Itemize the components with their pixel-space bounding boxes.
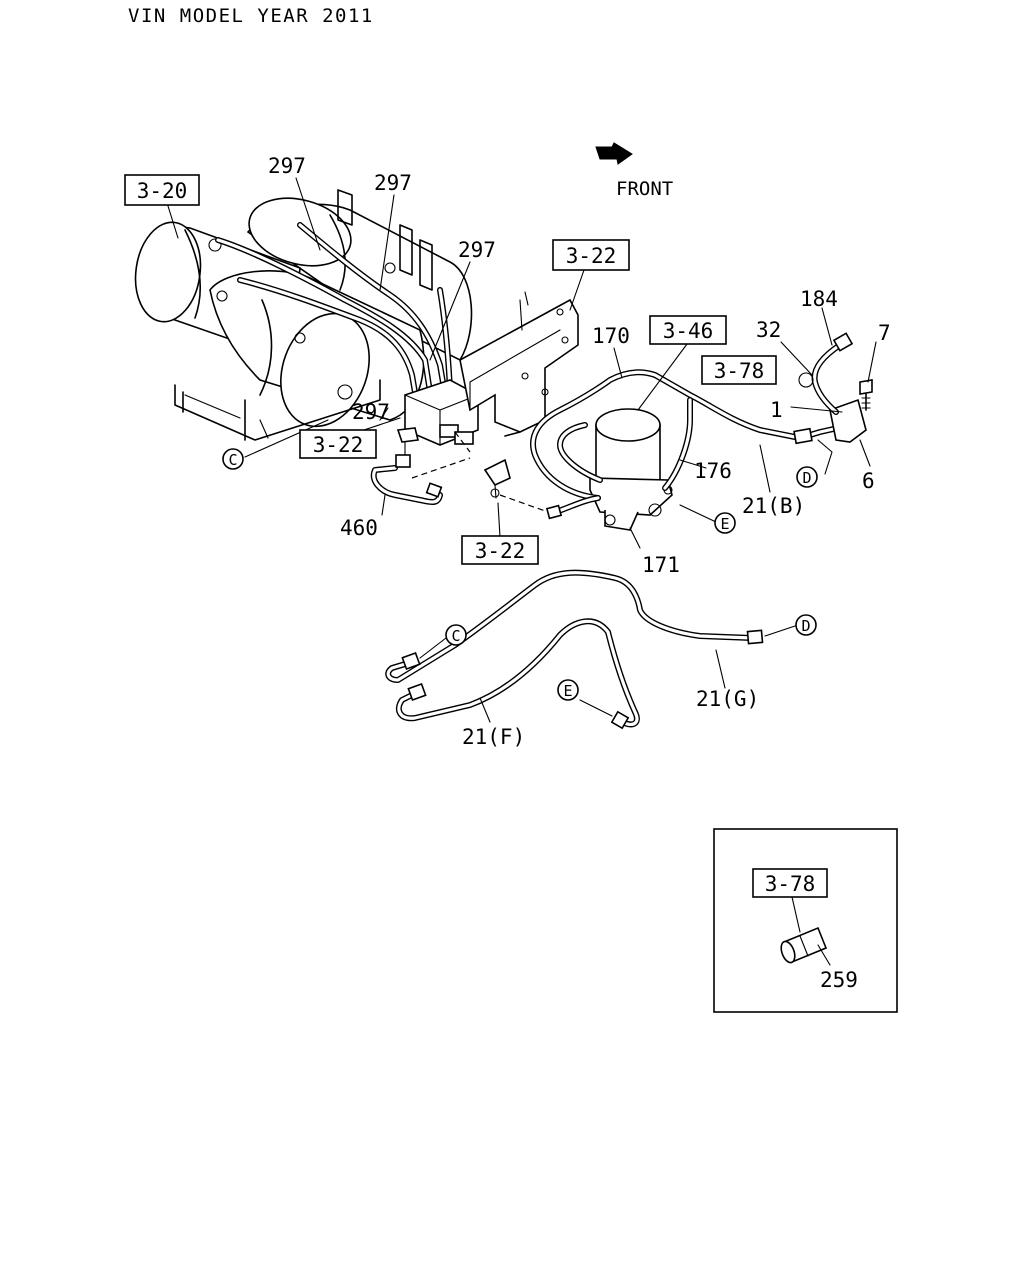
front-label: FRONT	[616, 178, 673, 200]
alignment-line-3	[454, 431, 471, 453]
svg-text:D: D	[801, 617, 810, 635]
ref-box-3-20: 3-20	[124, 174, 200, 206]
svg-text:3-46: 3-46	[663, 319, 714, 343]
callout-6: 6	[862, 469, 875, 493]
ref-box-3-78-inset: 3-78	[752, 868, 828, 898]
callout-297-c: 297	[458, 238, 496, 262]
connector-d-lower: D	[795, 614, 817, 636]
connector-e-lower: E	[557, 679, 579, 701]
pipe-170-21b	[530, 369, 803, 501]
svg-text:3-78: 3-78	[714, 359, 765, 383]
svg-text:3-78: 3-78	[765, 872, 816, 896]
pipe-21g	[385, 569, 764, 683]
ref-box-3-22-bottom: 3-22	[461, 535, 539, 565]
callout-1: 1	[770, 398, 783, 422]
callout-297-a: 297	[268, 154, 306, 178]
svg-text:3-20: 3-20	[137, 179, 188, 203]
callout-21b: 21(B)	[742, 494, 805, 518]
page-title: VIN MODEL YEAR 2011	[128, 5, 374, 27]
pipe-to-dryer	[545, 495, 601, 520]
callout-184: 184	[800, 287, 838, 311]
alignment-line-2	[499, 494, 549, 513]
svg-text:C: C	[228, 451, 237, 469]
pipe-21f	[395, 618, 640, 730]
svg-text:E: E	[563, 682, 572, 700]
pipe-clip	[483, 458, 511, 499]
alignment-line-1	[411, 457, 471, 479]
connector-e-upper: E	[714, 512, 736, 534]
svg-text:3-22: 3-22	[475, 539, 526, 563]
pipe-460	[370, 427, 443, 505]
svg-text:E: E	[720, 515, 729, 533]
callout-21f: 21(F)	[462, 725, 525, 749]
callout-297-b: 297	[374, 171, 412, 195]
valve-block	[404, 379, 479, 446]
callout-21g: 21(G)	[696, 687, 759, 711]
callout-32: 32	[756, 318, 781, 342]
callout-259: 259	[820, 968, 858, 992]
front-arrow-icon	[595, 142, 633, 165]
svg-text:3-22: 3-22	[313, 433, 364, 457]
svg-text:3-22: 3-22	[566, 244, 617, 268]
air-dryer	[589, 408, 673, 531]
ref-box-3-22-top: 3-22	[552, 239, 630, 271]
detail-inset-frame	[713, 828, 898, 1013]
air-tank-assembly	[134, 189, 473, 441]
connector-c-tank: C	[222, 448, 244, 470]
callout-460: 460	[340, 516, 378, 540]
connector-d-upper: D	[796, 466, 818, 488]
ref-box-3-78: 3-78	[701, 355, 777, 385]
callout-170: 170	[592, 324, 630, 348]
ref-box-3-22-left: 3-22	[299, 429, 377, 459]
leader-lines	[167, 177, 877, 966]
ref-box-3-46: 3-46	[649, 315, 727, 345]
connector-c-lower: C	[445, 624, 467, 646]
callout-7: 7	[878, 321, 891, 345]
svg-text:C: C	[451, 627, 460, 645]
governor-assembly	[793, 332, 873, 445]
callout-171: 171	[642, 553, 680, 577]
inset-hose-clamp	[780, 926, 828, 964]
air-lines-297	[215, 222, 453, 413]
callout-176: 176	[694, 459, 732, 483]
svg-text:D: D	[802, 469, 811, 487]
callout-297-d: 297	[352, 400, 390, 424]
